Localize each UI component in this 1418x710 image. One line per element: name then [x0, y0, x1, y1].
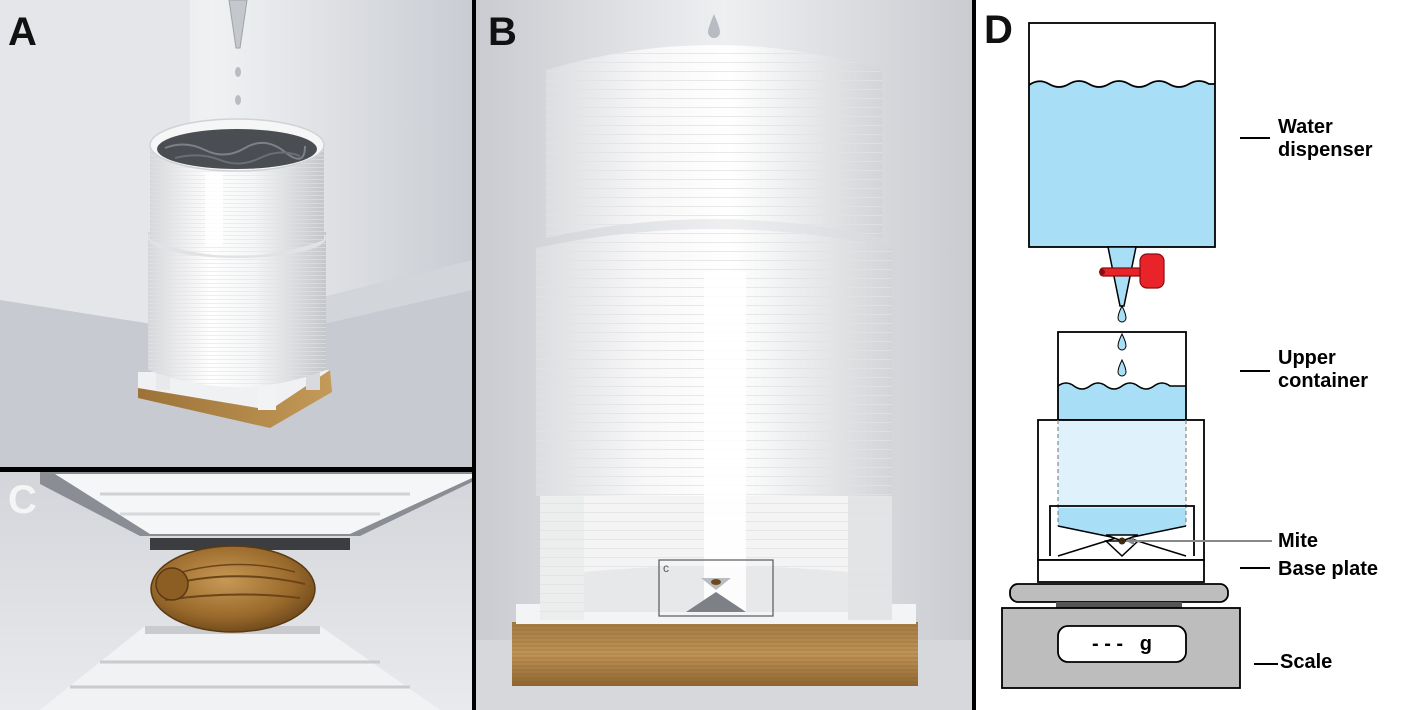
panel-d-schematic: [1001, 22, 1272, 689]
panel-d-letter: D: [984, 8, 1013, 52]
tick-upper-container: [1240, 370, 1270, 372]
outer-housing: [1037, 419, 1205, 561]
divider-a-c: [0, 467, 472, 472]
divider-a-b: [472, 0, 476, 710]
panel-a-render: [0, 0, 472, 468]
panel-b: B c: [476, 0, 972, 710]
scale-display: [1057, 625, 1187, 663]
tick-base-plate: [1240, 567, 1270, 569]
panel-c-render: [0, 472, 472, 710]
panel-c: C: [0, 472, 472, 710]
label-upper-container-line-2: container: [1278, 370, 1369, 392]
panel-c-inset-label: c: [663, 561, 669, 575]
scale: [1001, 583, 1241, 689]
panel-a: A: [0, 0, 472, 468]
panel-d: D Water dispenser Upper container Mite B…: [976, 0, 1418, 710]
panel-b-render: [476, 0, 972, 710]
upper-container: [1057, 331, 1187, 538]
divider-b-d: [972, 0, 976, 710]
label-upper-container-line-1: Upper: [1278, 347, 1336, 369]
label-upper-container: Upper container: [1278, 347, 1368, 393]
label-water-dispenser-line-2: dispenser: [1278, 139, 1373, 161]
panel-a-letter: A: [8, 10, 37, 54]
base-plate: [1037, 559, 1205, 583]
mite-dot: [1118, 537, 1126, 545]
label-water-dispenser-line-1: Water: [1278, 116, 1333, 138]
water-dispenser-tank: [1028, 22, 1216, 248]
scale-readout: - - - g: [1092, 633, 1152, 655]
valve-handle-icon: [1099, 253, 1165, 289]
label-scale: Scale: [1280, 651, 1333, 673]
label-mite: Mite: [1278, 530, 1318, 552]
panel-c-letter: C: [8, 478, 37, 522]
tick-water-dispenser: [1240, 137, 1270, 139]
panel-c-inset-box: [658, 559, 774, 617]
label-base-plate: Base plate: [1278, 558, 1379, 580]
panel-b-letter: B: [488, 10, 517, 54]
tick-scale: [1254, 663, 1278, 665]
label-water-dispenser: Water dispenser: [1278, 116, 1372, 162]
